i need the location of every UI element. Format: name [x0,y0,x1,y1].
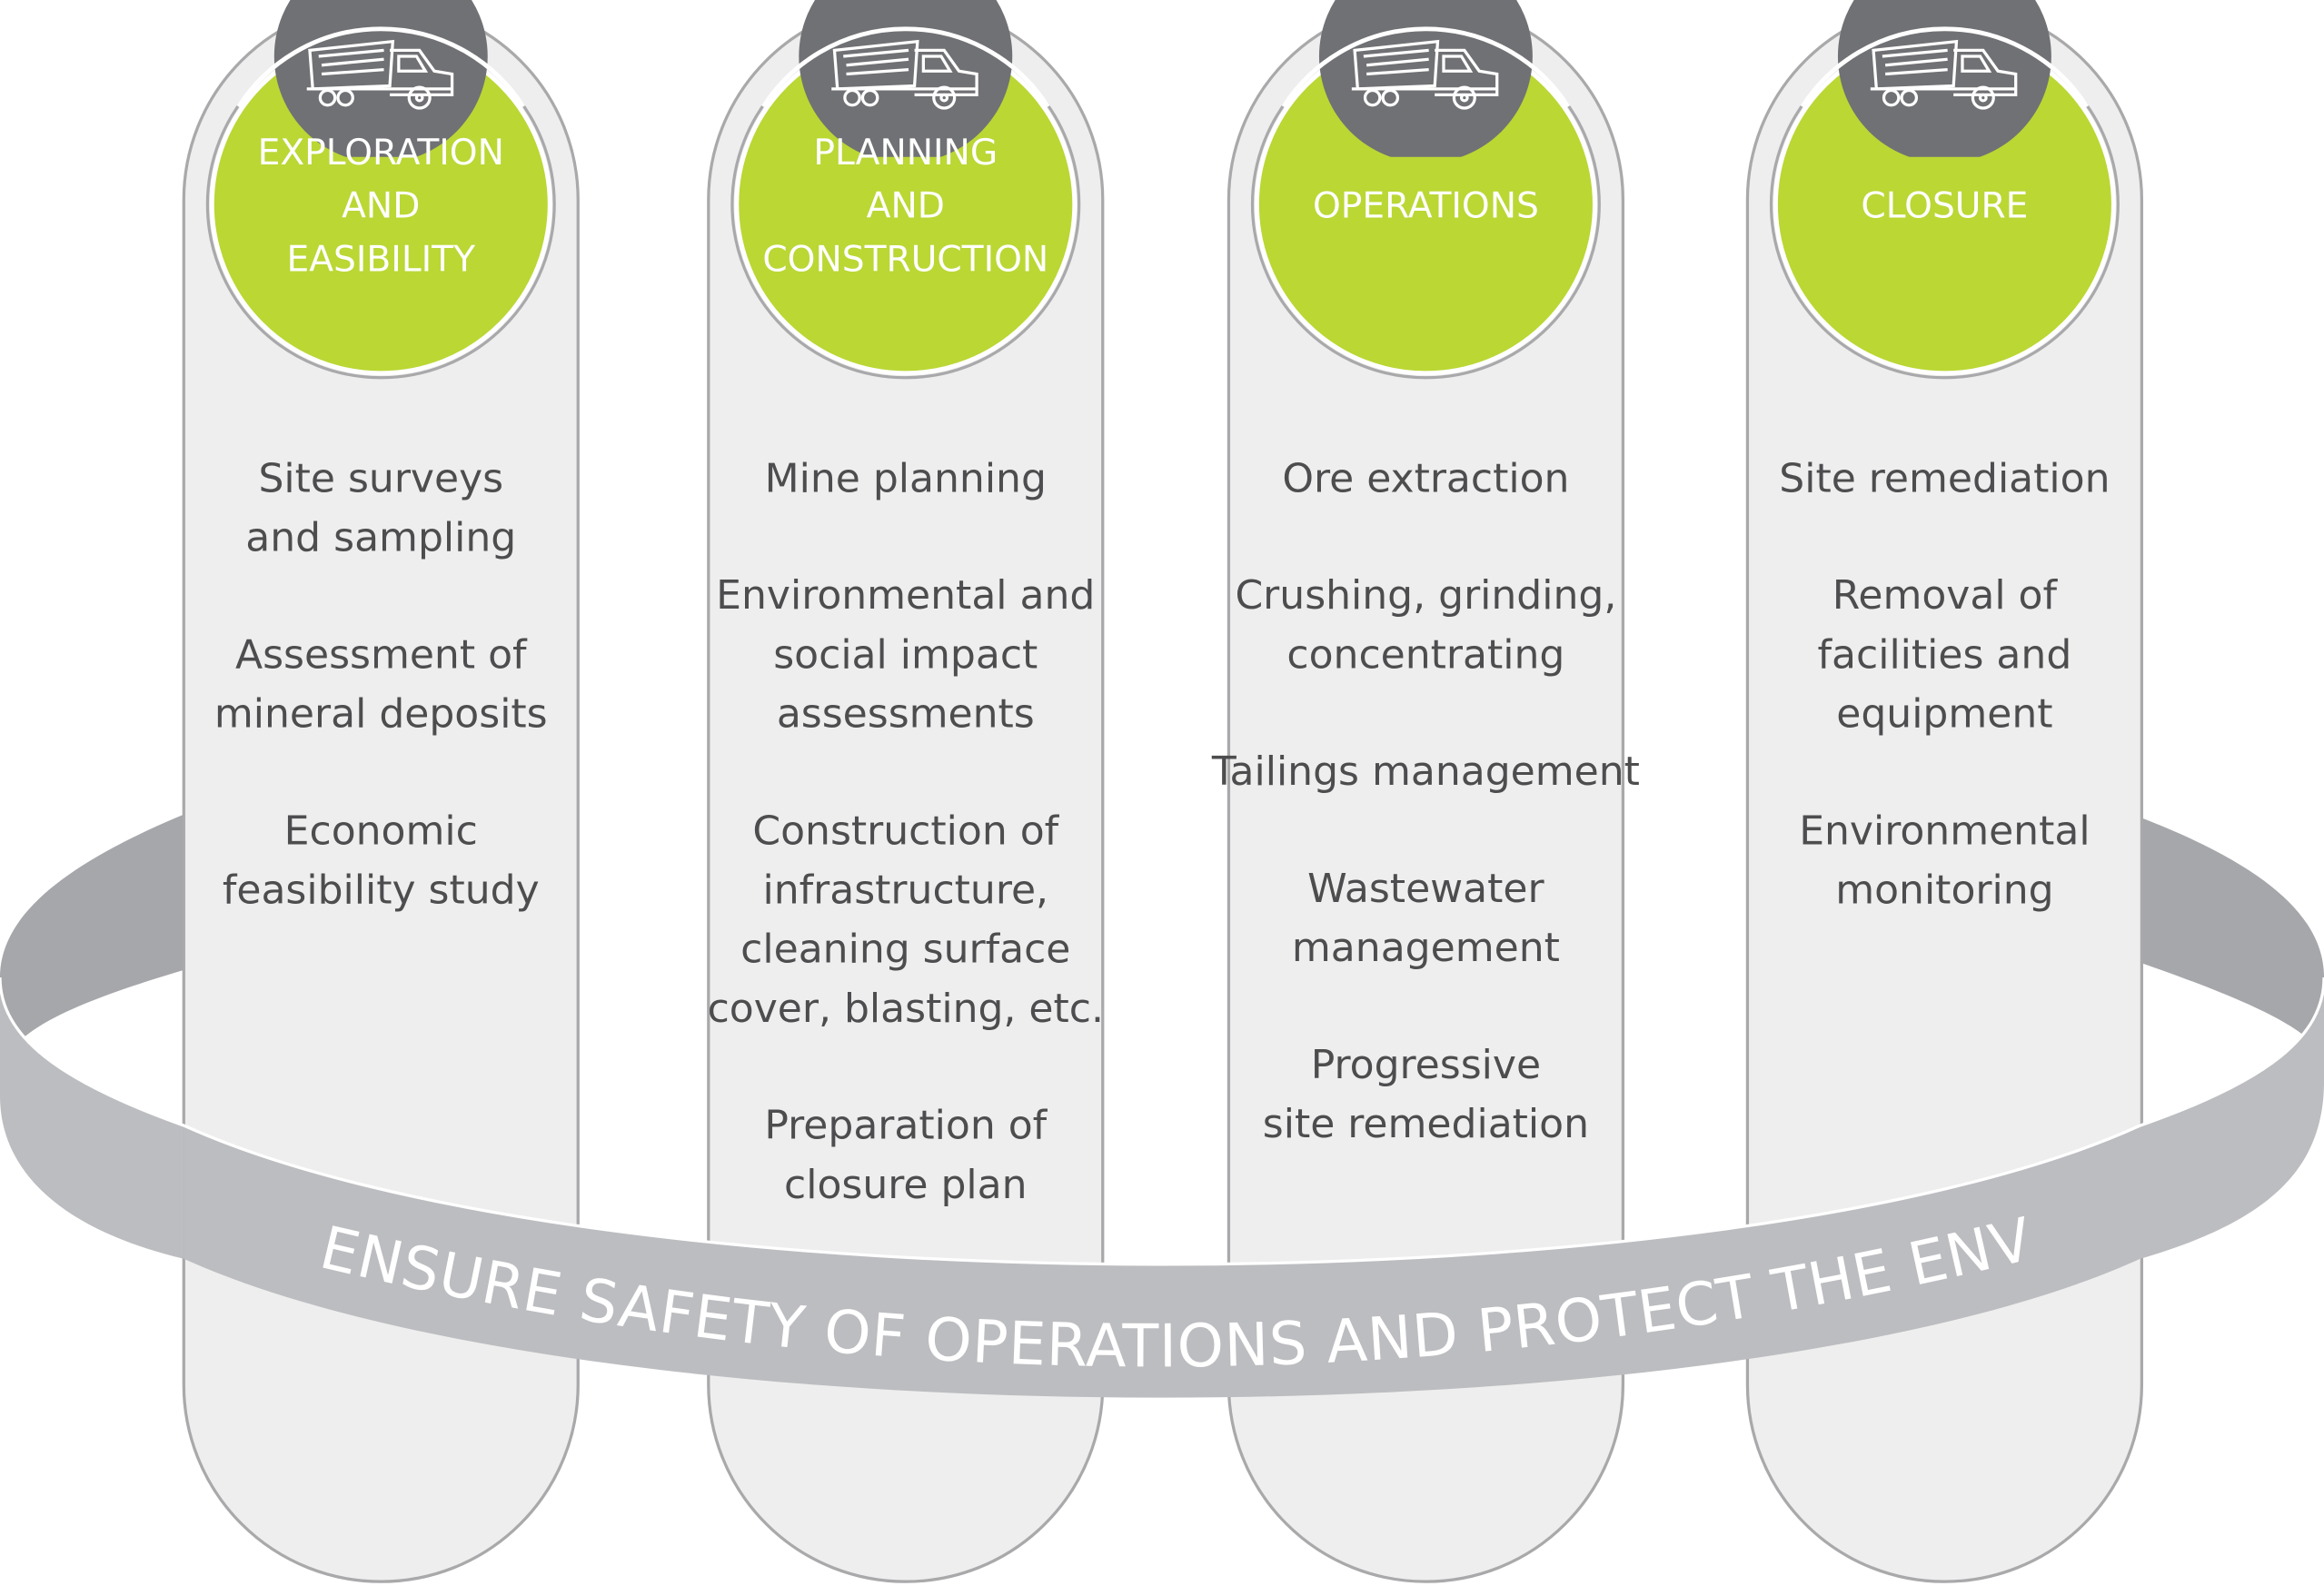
phase-item: Environmental and social impact assessment… [716,572,1095,737]
phase-item-line: Environmental [1799,808,2090,854]
phase-item-line: Site remediation [1779,455,2110,501]
phase-item-line: Environmental and [716,572,1095,619]
phase-title-line: OPERATIONS [1313,186,1539,227]
phase-item: Tailings management [1211,748,1640,795]
phase-item: Crushing, grinding, concentrating [1235,572,1616,678]
dump-truck-icon [1351,39,1499,110]
circle-top-edge [236,26,525,108]
phase-item: Wastewater management [1292,866,1560,971]
phase-item-line: equipment [1836,690,2052,737]
phase-item: Economic feasibility study [223,808,540,913]
circle-top-edge [761,26,1050,108]
phase-item-line: Economic [284,808,478,854]
phase-title-line: AND [867,186,945,227]
phase-item-line: Ore extraction [1282,455,1569,501]
band-right-front [2140,977,2324,1259]
band-main-front [184,1125,2140,1398]
phase-item-line: Crushing, grinding, [1235,572,1616,619]
circle-top-edge [1800,26,2090,108]
phase-item-line: cleaning surface [740,927,1070,973]
phase-item-line: monitoring [1835,867,2053,913]
phase-item-line: management [1292,925,1560,971]
phase-item-line: Preparation of [764,1103,1048,1149]
phase-item-line: Tailings management [1211,748,1640,795]
phase-item-line: assessments [777,690,1035,737]
phase-item: Ore extraction [1282,455,1569,501]
phase-item: Site remediation [1779,455,2110,501]
phase-item-line: Removal of [1832,572,2059,619]
phase-title-line: CONSTRUCTION [762,239,1048,280]
phase-item: Construction of infrastructure, cleaning s… [708,808,1104,1032]
band-back [0,814,2324,1082]
phase-item-line: Assessment of [235,631,528,678]
phase-item-line: feasibility study [223,867,540,913]
phase-item-line: Construction of [752,808,1059,854]
band-right-back [2140,817,2324,1066]
dump-truck-icon [831,39,978,110]
circle-top-edge [1281,26,1571,108]
phase-title-line: AND [342,186,420,227]
phase-item-line: cover, blasting, etc. [708,986,1104,1032]
phase-item: Removal of facilities and equipment [1818,572,2072,737]
phase-item-line: facilities and [1818,631,2072,678]
phase-title-line: EXPLORATION [258,133,504,173]
phase-columns: EXPLORATION AND EASIBILITY Site surveys and … [182,0,2144,1583]
phase-item-line: and sampling [245,514,516,560]
phase-item: Environmental monitoring [1799,808,2090,913]
phase-item-line: social impact [773,631,1038,678]
phase-title-line: CLOSURE [1861,186,2028,227]
phase-item: Progressive site remediation [1263,1042,1589,1147]
phase-item-line: infrastructure, [763,867,1049,913]
phase-item-line: site remediation [1263,1101,1589,1147]
dump-truck-icon [1870,39,2018,110]
phase-item-line: Mine planning [765,455,1047,501]
phase-item: Preparation of closure plan [764,1103,1048,1208]
phase-item-line: Progressive [1311,1042,1541,1088]
band-left-back [0,814,184,1082]
band-top-edge [0,976,2324,1266]
phase-item-line: mineral deposits [214,690,548,737]
phase-item-line: concentrating [1286,631,1564,678]
phase-item-line: Wastewater [1307,866,1544,912]
phase-title-line: PLANNING [813,133,998,173]
band-front [0,976,2324,1398]
phase-item-line: closure plan [784,1162,1028,1208]
phase-item-line: Site surveys [258,455,503,501]
band-left-front [0,976,184,1259]
phase-column-2: PLANNING AND CONSTRUCTION Mine planningEnvi… [707,0,1105,1583]
dump-truck-icon [306,39,454,110]
phase-item: Site surveys and sampling [245,455,516,560]
phase-item: Assessment of mineral deposits [214,631,548,737]
phase-title-line: EASIBILITY [287,239,476,280]
phase-item: Mine planning [765,455,1047,501]
